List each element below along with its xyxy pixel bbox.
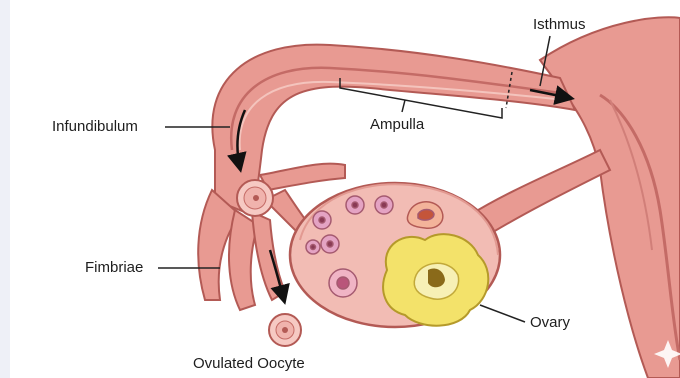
label-ovary: Ovary <box>530 314 570 331</box>
ampulla-bracket-tick <box>402 100 405 112</box>
corpus-luteum <box>383 234 488 326</box>
oocyte-in-tube <box>237 180 273 216</box>
label-ovulated-oocyte: Ovulated Oocyte <box>193 355 305 372</box>
ovulated-oocyte <box>269 314 301 346</box>
label-infundibulum: Infundibulum <box>52 118 138 135</box>
label-ampulla: Ampulla <box>370 116 424 133</box>
label-fimbriae: Fimbriae <box>85 259 143 276</box>
ovary-leader <box>480 305 525 322</box>
label-isthmus: Isthmus <box>533 16 586 33</box>
